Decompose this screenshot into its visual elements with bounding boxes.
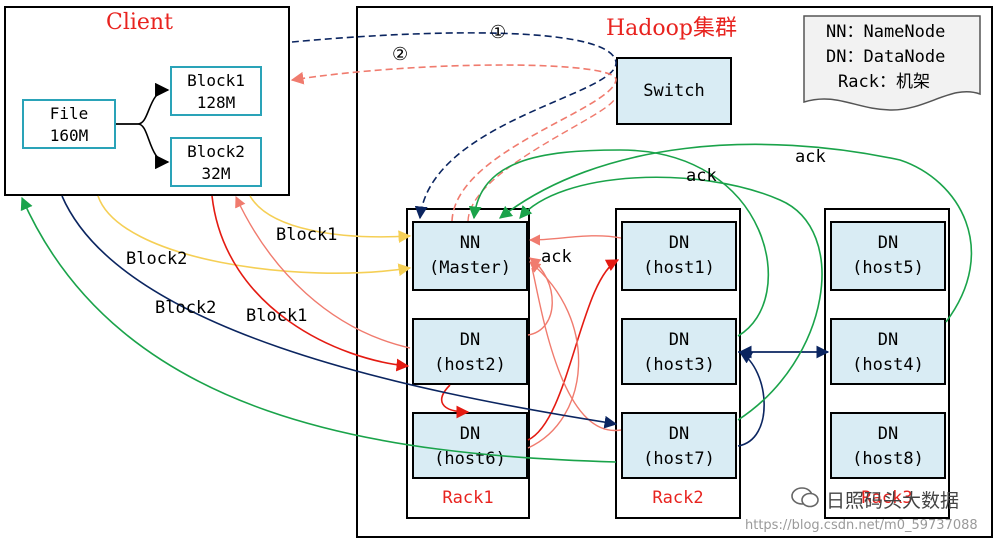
- legend-dn: DN：DataNode: [826, 47, 946, 67]
- node-host7: DN (host7): [621, 412, 737, 479]
- node-host1: DN (host1): [621, 221, 737, 291]
- node-host7-line2: (host7): [643, 449, 715, 469]
- block1-name: Block1: [187, 71, 245, 90]
- rack3-label: Rack3: [861, 488, 913, 508]
- node-host2: DN (host2): [412, 318, 528, 385]
- node-host1-line1: DN: [668, 233, 690, 253]
- label-ack-mid: ack: [686, 166, 717, 186]
- legend-note: [803, 15, 981, 111]
- legend-rack: Rack：机架: [838, 72, 930, 92]
- watermark-url: https://blog.csdn.net/m0_59737088: [745, 518, 978, 533]
- node-nn-line1: NN: [459, 233, 481, 253]
- node-host3: DN (host3): [621, 318, 737, 385]
- wechat-icon: [791, 487, 819, 508]
- legend-text: NN：NameNode DN：DataNode Rack：机架: [826, 20, 945, 95]
- label-navy-block2: Block2: [155, 298, 217, 318]
- label-red-block1: Block1: [246, 306, 308, 326]
- block2-box: Block2 32M: [170, 137, 262, 187]
- node-host5: DN (host5): [830, 221, 946, 291]
- node-host8-line1: DN: [877, 424, 899, 444]
- node-host8-line2: (host8): [852, 449, 924, 469]
- block2-size: 32M: [201, 164, 231, 183]
- block2-name: Block2: [187, 142, 245, 161]
- node-host6: DN (host6): [412, 412, 528, 479]
- node-host4: DN (host4): [830, 318, 946, 385]
- node-nn-line2: (Master): [429, 258, 511, 278]
- step-two-marker: ②: [392, 44, 409, 65]
- step-one-marker: ①: [490, 22, 507, 43]
- block1-box: Block1 128M: [170, 66, 262, 116]
- node-host2-line1: DN: [459, 330, 481, 350]
- node-host5-line2: (host5): [852, 258, 924, 278]
- client-title: Client: [106, 10, 173, 35]
- file-name: File: [49, 104, 89, 123]
- label-ack-nn: ack: [541, 247, 572, 267]
- legend-nn: NN：NameNode: [826, 22, 946, 42]
- node-host3-line1: DN: [668, 330, 690, 350]
- node-host7-line1: DN: [668, 424, 690, 444]
- file-size: 160M: [49, 126, 89, 145]
- rack1-label: Rack1: [442, 488, 494, 508]
- cluster-title: Hadoop集群: [606, 16, 737, 41]
- file-box: File 160M: [22, 99, 116, 149]
- node-host6-line1: DN: [459, 424, 481, 444]
- node-host5-line1: DN: [877, 233, 899, 253]
- switch-box: Switch: [616, 57, 732, 125]
- label-ack-top: ack: [795, 147, 826, 167]
- node-host2-line2: (host2): [434, 355, 506, 375]
- node-host3-line2: (host3): [643, 355, 715, 375]
- block1-size: 128M: [196, 93, 236, 112]
- node-host4-line1: DN: [877, 330, 899, 350]
- node-nn-master: NN (Master): [412, 221, 528, 291]
- node-host1-line2: (host1): [643, 258, 715, 278]
- node-host6-line2: (host6): [434, 449, 506, 469]
- node-host8: DN (host8): [830, 412, 946, 479]
- label-yellow-block2: Block2: [126, 249, 188, 269]
- node-host4-line2: (host4): [852, 355, 924, 375]
- rack2-label: Rack2: [652, 488, 704, 508]
- watermark-brand: 日照码头大数据: [826, 490, 960, 512]
- label-yellow-block1: Block1: [276, 225, 338, 245]
